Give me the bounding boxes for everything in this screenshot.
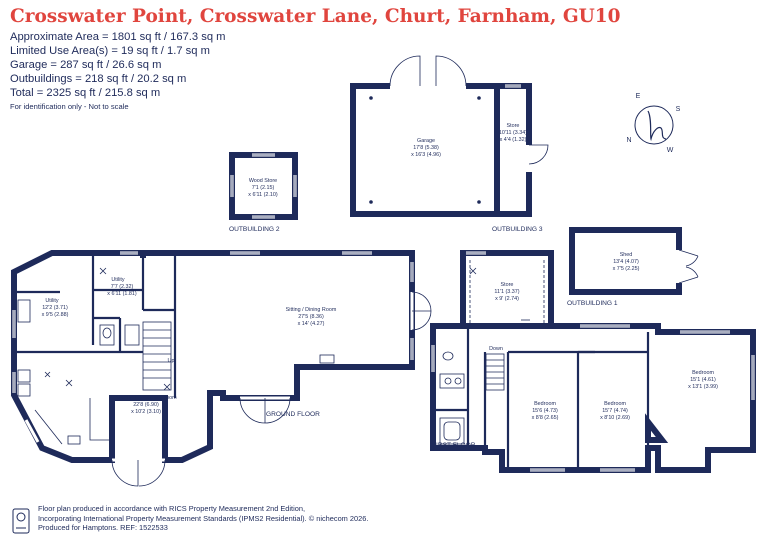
wood-store-dim1: 7'1 (2.15)	[252, 185, 275, 191]
footer-line-1: Floor plan produced in accordance with R…	[38, 504, 306, 513]
kitchen-name: Kitchen / Breakfast Room	[115, 395, 177, 401]
store-ff-name: Store	[501, 282, 514, 288]
area-garage: Garage = 287 sq ft / 26.6 sq m	[10, 58, 162, 71]
outbuilding-1-label: OUTBUILDING 1	[567, 300, 618, 307]
ground-floor-label: GROUND FLOOR	[266, 411, 320, 418]
utility2-dim1: 12'2 (3.71)	[42, 305, 68, 311]
utility2-name: Utility	[45, 298, 58, 304]
garage-name: Garage	[417, 138, 435, 144]
compass-e: E	[636, 93, 641, 100]
bedroom2-name: Bedroom	[604, 401, 626, 407]
bedroom3-dim1: 15'1 (4.61)	[690, 377, 716, 383]
store-ff-dim1: 11'1 (3.37)	[494, 289, 519, 295]
garage-dim2: x 16'3 (4.96)	[411, 152, 441, 158]
utility2-dim2: x 9'5 (2.88)	[42, 312, 69, 318]
bedroom2-dim1: 15'7 (4.74)	[602, 408, 628, 414]
bedroom2-dim2: x 8'10 (2.69)	[600, 415, 630, 421]
bedroom1-name: Bedroom	[534, 401, 556, 407]
stair-down-label: Down	[489, 346, 503, 352]
outbuilding-2-wood-store	[229, 152, 298, 220]
scale-note: For identification only - Not to scale	[10, 102, 129, 111]
area-total-approx: Approximate Area = 1801 sq ft / 167.3 sq…	[10, 31, 226, 43]
stair-up-label: Up	[168, 358, 175, 364]
footer-notes: Floor plan produced in accordance with R…	[38, 504, 368, 533]
sitting-dim2: x 14' (4.27)	[298, 321, 325, 327]
shed-name: Shed	[620, 252, 633, 258]
outbuilding-2-label: OUTBUILDING 2	[229, 226, 280, 233]
store-o3-dim1: 10'11 (3.34)	[499, 130, 527, 136]
kitchen-dim1: 22'8 (6.90)	[133, 402, 159, 408]
footer-line-2: Incorporating International Property Mea…	[38, 513, 369, 523]
sitting-dim1: 27'5 (8.36)	[298, 314, 324, 320]
outbuilding-1-shed	[569, 227, 699, 295]
area-limited-use: Limited Use Area(s) = 19 sq ft / 1.7 sq …	[10, 44, 210, 57]
shed-dim2: x 7'5 (2.25)	[613, 266, 640, 272]
ground-floor-plan	[11, 250, 432, 487]
compass-n: N	[626, 137, 631, 144]
area-outbuildings: Outbuildings = 218 sq ft / 20.2 sq m	[10, 72, 187, 85]
outbuilding-3-garage	[350, 55, 549, 217]
compass-s: S	[676, 106, 681, 113]
area-total: Total = 2325 sq ft / 215.8 sq m	[10, 86, 161, 99]
compass-w: W	[667, 147, 674, 154]
kitchen-dim2: x 10'2 (3.10)	[131, 409, 161, 415]
garage-dim1: 17'8 (5.38)	[413, 145, 439, 151]
rics-logo-icon	[12, 508, 30, 534]
first-floor-label: FIRST FLOOR	[432, 442, 476, 449]
first-floor-plan	[430, 250, 756, 473]
outbuilding-3-label: OUTBUILDING 3	[492, 226, 543, 233]
compass-icon	[634, 105, 674, 145]
property-title: Crosswater Point, Crosswater Lane, Churt…	[10, 6, 621, 27]
bedroom3-dim2: x 13'1 (3.99)	[688, 384, 718, 390]
area-summary: Approximate Area = 1801 sq ft / 167.3 sq…	[10, 31, 225, 101]
store-o3-name: Store	[507, 123, 520, 129]
sitting-name: Sitting / Dining Room	[286, 307, 337, 313]
shed-dim1: 13'4 (4.07)	[613, 259, 639, 265]
utility1-name: Utility	[111, 277, 124, 283]
bedroom1-dim2: x 8'8 (2.65)	[532, 415, 559, 421]
store-o3-dim2: x 4'4 (1.32)	[500, 137, 527, 143]
footer-line-3: Produced for Hamptons. REF: 1522533	[38, 523, 168, 533]
wood-store-name: Wood Store	[249, 178, 277, 184]
wood-store-dim2: x 6'11 (2.10)	[248, 192, 278, 198]
utility1-dim2: x 6'11 (1.81)	[107, 291, 137, 297]
bedroom1-dim1: 15'6 (4.73)	[532, 408, 558, 414]
utility1-dim1: 7'7 (2.32)	[111, 284, 134, 290]
store-ff-dim2: x 9' (2.74)	[495, 296, 519, 302]
bedroom3-name: Bedroom	[692, 370, 714, 376]
